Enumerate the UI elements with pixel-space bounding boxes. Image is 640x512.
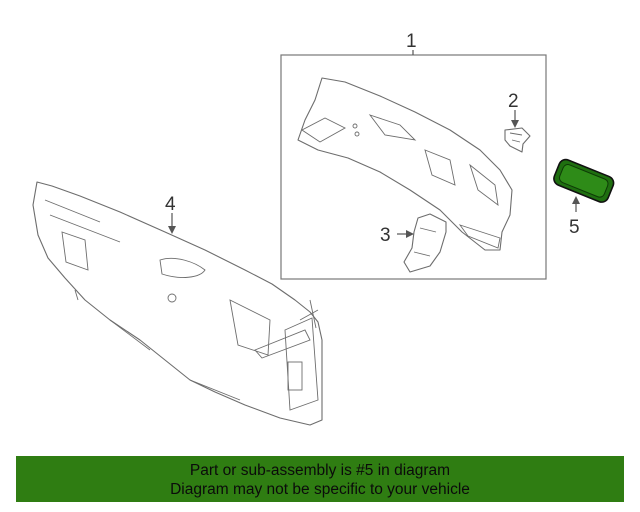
callout-4-arrowhead <box>168 226 176 234</box>
info-banner: Part or sub-assembly is #5 in diagram Di… <box>16 456 624 502</box>
callout-5-label: 5 <box>569 217 580 238</box>
callout-2-label: 2 <box>508 91 519 112</box>
part-3-bracket[interactable] <box>403 213 447 273</box>
callout-3-label: 3 <box>380 225 391 246</box>
callout-2-arrowhead <box>511 120 519 128</box>
callout-1-label: 1 <box>406 31 417 52</box>
callout-3-arrowhead <box>406 230 414 238</box>
part-2-bracket[interactable] <box>504 127 531 153</box>
part-5-highlighted-pad[interactable] <box>552 157 616 204</box>
banner-line-2: Diagram may not be specific to your vehi… <box>170 481 470 498</box>
banner-line-1: Part or sub-assembly is #5 in diagram <box>189 462 451 479</box>
part-4-rear-panel[interactable] <box>32 181 323 426</box>
callout-5-arrowhead <box>572 196 580 204</box>
callout-4-label: 4 <box>165 194 176 215</box>
part-1-upper-panel[interactable] <box>297 77 513 251</box>
parts-diagram: 4 1 2 3 5 <box>32 31 616 426</box>
